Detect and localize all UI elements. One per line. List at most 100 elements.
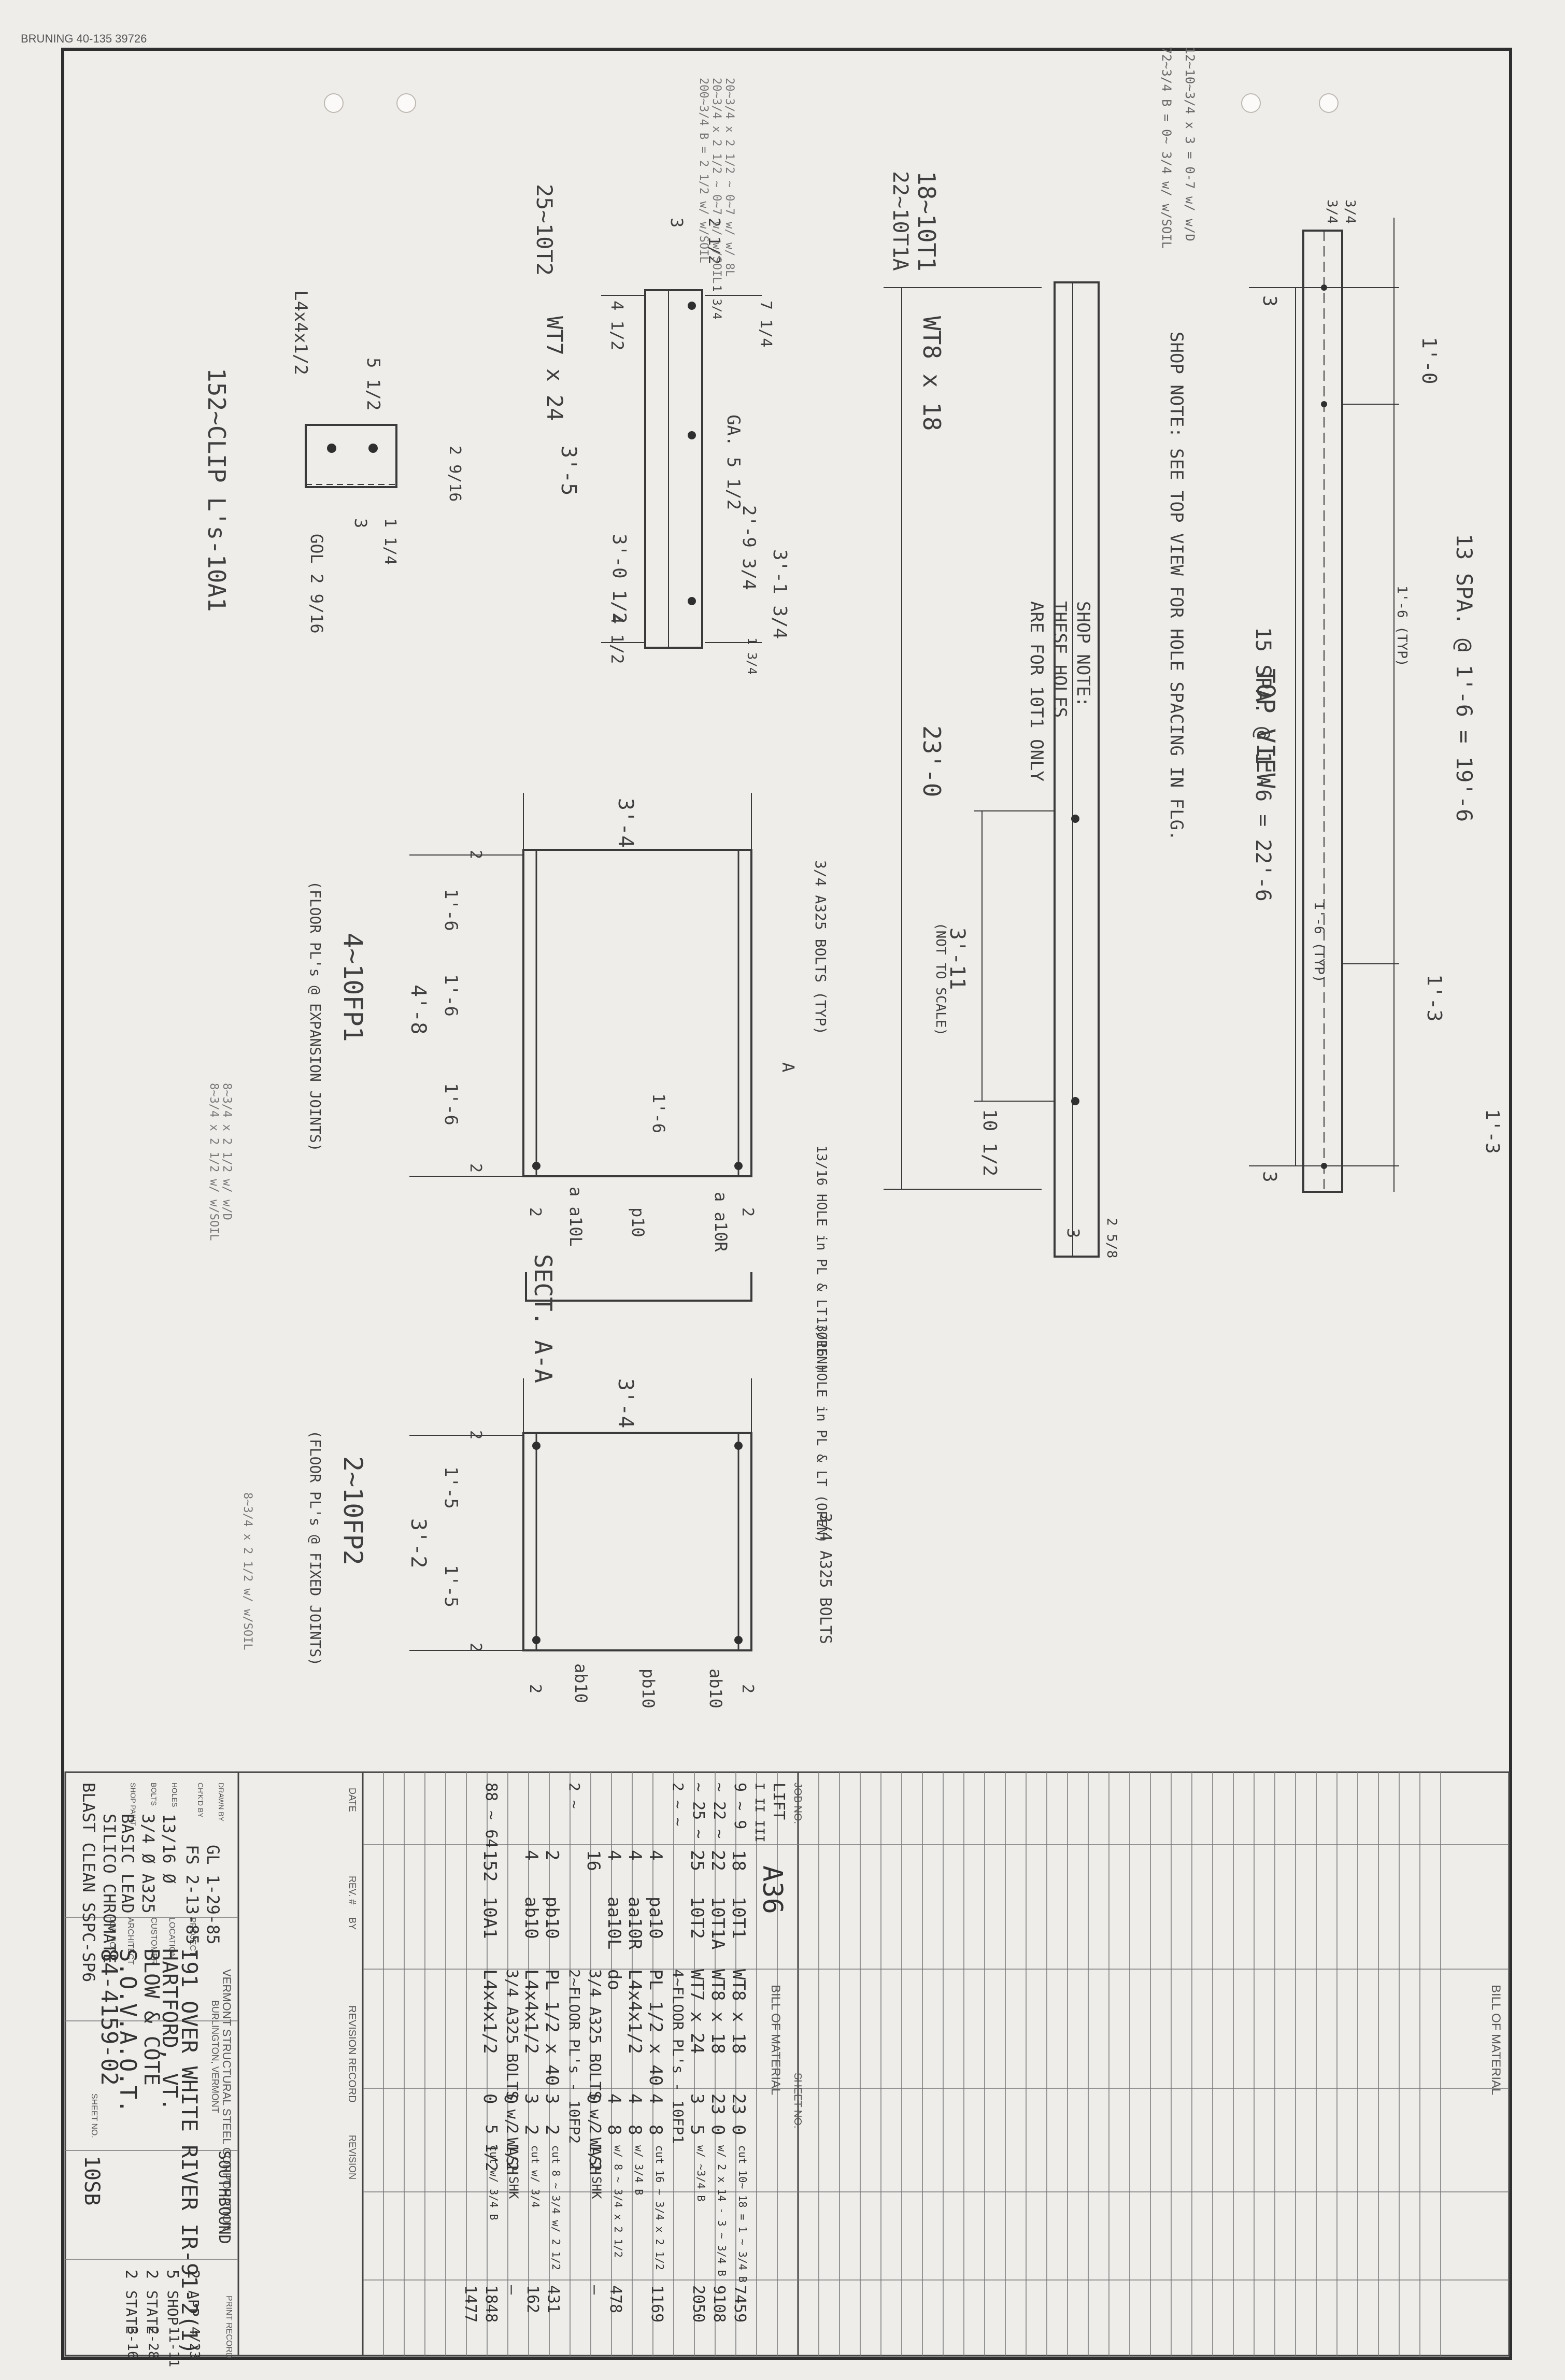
sheet-no-label: SHEET NO.	[792, 2073, 803, 2129]
dim-1-6-typ-b: 1'-6 (TYP)	[1311, 902, 1327, 983]
bom-header-left: BILL OF MATERIAL	[769, 1985, 782, 2096]
dim-1-3-4-b: 1 3/4	[745, 637, 759, 675]
job-no-label: JOB NO.	[792, 1783, 803, 1825]
plate1-pitch-b: 1'-6	[440, 974, 461, 1017]
bom-row-1-weight: 7459	[731, 2285, 749, 2323]
bom-row-11-ft: 3	[521, 2093, 542, 2104]
bom-row-1-pcs: 18	[728, 1850, 749, 1871]
mark-152-clip: 152~CLIP L's-10A1	[203, 368, 231, 612]
bom-row-13-weight: 1848	[482, 2285, 500, 2323]
bom-row-7-ft: 4	[604, 2093, 624, 2104]
customer: BLOW & COTE	[139, 1948, 163, 2086]
checked-by: FS 2-13-85	[182, 1845, 202, 1945]
revision-date-label: DATE	[347, 1788, 358, 1812]
shop-note-2a: SHOP NOTE:	[1073, 601, 1093, 707]
bom-row-11-mark: ab10	[521, 1897, 542, 1939]
bom-row-1-desc: WT8 x 18	[728, 1969, 749, 2054]
bom-total: 1477	[461, 2285, 479, 2323]
bolts: 3/4 Ø A325	[138, 1814, 158, 1914]
bom-row-10-in: 2	[542, 2125, 562, 2135]
dim-10-half: 10 1/2	[979, 1109, 1000, 1177]
mark-22-10t1a: 22~10T1A	[888, 171, 912, 271]
notes-side-2: 8~3/4 x 2 1/2 w/ w/SOIL	[241, 1492, 254, 1650]
dim-3-a: 3	[1259, 295, 1280, 307]
mark-ab10: ab10	[571, 1663, 591, 1704]
bom-row-12-ft: 0	[500, 2093, 521, 2104]
punch-hole	[324, 93, 344, 113]
bom-row-5-ft: 4	[645, 2093, 666, 2104]
section-marker-a: A	[778, 1062, 798, 1073]
print-1-to: APP	[185, 2290, 202, 2317]
dim-2-58: 2 5/8	[1104, 1218, 1119, 1259]
print-2-to: SHOP	[164, 2290, 181, 2326]
print-3-no: 2	[143, 2270, 161, 2279]
mark-ab10-b: ab10	[706, 1669, 725, 1709]
bom-row-11-pcs: 4	[521, 1850, 542, 1861]
dim-4-half-a: 4 1/2	[607, 301, 627, 351]
bom-row-2-desc: WT8 x 18	[707, 1969, 728, 2054]
shop-paint-2: SILICO CHROMATE	[99, 1814, 119, 1963]
dim-5-half: 5 1/2	[363, 358, 383, 411]
bom-row-11-weight: 162	[523, 2285, 542, 2314]
bom-row-2-mark: 10T1A	[707, 1897, 728, 1950]
plate2-edge-b: 2	[466, 1643, 485, 1652]
bom-row-1-mark: 10T1	[728, 1897, 749, 1939]
drawing-border	[61, 48, 1512, 2360]
dim-1-3-a: 1'-3	[1423, 974, 1446, 1022]
plate2-subtitle: (FLOOR PL's @ FIXED JOINTS)	[307, 1430, 324, 1666]
bom-row-2-note: w/ 2 x 14 - 3 ~ 3/4 B	[716, 2145, 728, 2276]
plate2-title: 2~10FP2	[338, 1456, 368, 1565]
bom-row-13-desc: L4x4x1/2	[479, 1969, 500, 2054]
plate1-width: 3'-4	[614, 798, 637, 848]
section-wt7x24: WT7 x 24	[542, 316, 567, 421]
dim-3-b: 3	[1259, 1171, 1280, 1182]
mark-a10l: a a10L	[566, 1187, 586, 1247]
bom-row-8-in: 2 1/2	[586, 2125, 604, 2172]
revision-by-label: BY	[347, 1917, 358, 1930]
bom-row-1-in: 0	[728, 2125, 749, 2135]
mark-18-10t1: 18~10T1	[913, 171, 941, 272]
mark-pb10: pb10	[638, 1669, 658, 1709]
bom-row-5-desc: PL 1/2 x 40	[645, 1969, 666, 2086]
bom-row-13-mark: 10A1	[479, 1897, 500, 1939]
bom-row-13-ft: 0	[479, 2093, 500, 2104]
dim-3-0-half: 3'-0 1/2	[608, 534, 630, 624]
note-nums-2: 72~3/4 B = 0~ 3/4 w/ w/SOIL	[1159, 47, 1174, 249]
plate2-height: 3'-2	[406, 1518, 430, 1569]
gauge-5-half: GA. 5 1/2	[723, 415, 744, 510]
bom-row-12-in: 2 1/2	[503, 2125, 521, 2172]
shop-note-1: SHOP NOTE: SEE TOP VIEW FOR HOLE SPACING…	[1166, 332, 1187, 841]
bom-row-8-note: SHK	[589, 2176, 604, 2199]
bom-row-3-lift: ~ 25 ~	[689, 1783, 707, 1839]
dim-3-11: 3'-11	[945, 928, 969, 990]
dim-23-0: 23'-0	[918, 725, 946, 797]
bom-row-6-in: 8	[624, 2125, 645, 2135]
floor-plate-1	[522, 849, 752, 1177]
dim-3-c: 3	[1063, 1228, 1083, 1238]
plate1-height: 4'-8	[406, 985, 430, 1035]
clip-angle	[305, 424, 397, 488]
plate1-pitch-d: 1'-6	[649, 1093, 668, 1134]
bom-row-3-pcs: 25	[687, 1850, 707, 1871]
print-1-no: 2	[184, 2270, 202, 2279]
drawn-by-label: DRAWN BY	[217, 1783, 225, 1821]
plate2-pitch-b: 1'-5	[440, 1565, 461, 1607]
dim-3-5: 3'-5	[557, 446, 580, 496]
job-number: 84-4159-02	[96, 1948, 122, 2086]
floor-plate-2	[522, 1432, 752, 1651]
mark-p10: p10	[628, 1207, 648, 1237]
bom-row-12-weight: —	[503, 2285, 521, 2295]
bom-row-10-note: cut 8 ~ 3/4 w/ 2 1/2	[550, 2145, 562, 2270]
paper-stamp: BRUNING 40-135 39726	[21, 32, 147, 45]
dim-7-1-4: 7 1/4	[757, 301, 775, 348]
bom-row-12-note: SHK	[506, 2176, 521, 2199]
bom-row-7-desc: do	[604, 1969, 624, 1990]
bom-row-3-note: w/ ~3/4 B	[695, 2145, 707, 2202]
bom-row-10-desc: PL 1/2 x 40	[542, 1969, 562, 2086]
bom-row-13-pcs: 152	[479, 1850, 500, 1882]
elevation-web	[1054, 281, 1100, 1258]
bom-row-7-weight: 478	[606, 2285, 624, 2314]
lift-label: LIFT	[770, 1783, 788, 1820]
